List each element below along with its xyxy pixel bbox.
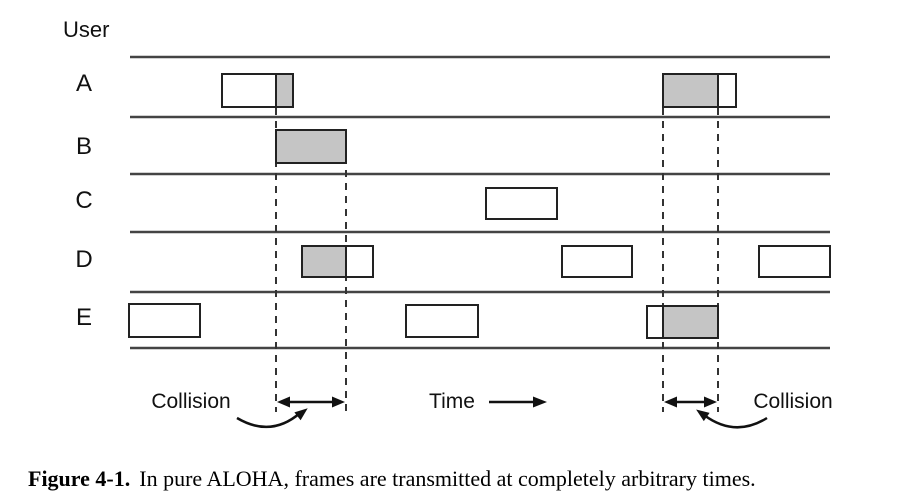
frame-user-E	[646, 305, 719, 339]
frame-shaded-region	[275, 73, 294, 108]
collision-label-left: Collision	[151, 390, 231, 413]
collision-boundary-lines	[275, 108, 719, 412]
collision-pointer-arrow-right	[696, 409, 768, 429]
frame-shaded-region	[275, 129, 347, 164]
row-label-C: C	[75, 187, 93, 214]
frame-shaded-region	[662, 73, 719, 108]
row-label-B: B	[75, 133, 92, 160]
frame-user-B	[275, 129, 347, 164]
aloha-timeline-svg	[128, 55, 831, 429]
frames	[128, 73, 831, 339]
frame-user-D	[301, 245, 374, 278]
time-label: Time	[429, 390, 475, 413]
frame-rect	[758, 245, 831, 278]
row-label-A: A	[75, 70, 92, 97]
channel-lines	[130, 55, 830, 350]
frame-rect	[405, 304, 479, 338]
frame-shaded-region	[662, 305, 719, 339]
frame-user-A	[662, 73, 737, 108]
collision-span-arrow	[277, 396, 345, 408]
time-arrow	[489, 396, 547, 408]
frame-rect	[128, 303, 201, 338]
row-label-E: E	[75, 304, 92, 331]
row-label-D: D	[75, 246, 93, 273]
figure-caption-text: In pure ALOHA, frames are transmitted at…	[139, 466, 756, 491]
user-axis-label: User	[63, 17, 110, 42]
collision-span-arrow	[664, 396, 717, 408]
frame-user-C	[485, 187, 558, 220]
collision-span-arrows	[277, 396, 717, 408]
frame-rect	[485, 187, 558, 220]
figure-caption: Figure 4-1. In pure ALOHA, frames are tra…	[28, 466, 896, 492]
frame-user-A	[221, 73, 294, 108]
frame-user-E	[128, 303, 201, 338]
collision-pointer-arrow-left	[236, 408, 308, 429]
figure-caption-label: Figure 4-1.	[28, 466, 131, 491]
collision-label-right: Collision	[753, 390, 833, 413]
frame-user-D	[561, 245, 633, 278]
frame-user-D	[758, 245, 831, 278]
frame-rect	[561, 245, 633, 278]
frame-shaded-region	[301, 245, 347, 278]
frame-user-E	[405, 304, 479, 338]
